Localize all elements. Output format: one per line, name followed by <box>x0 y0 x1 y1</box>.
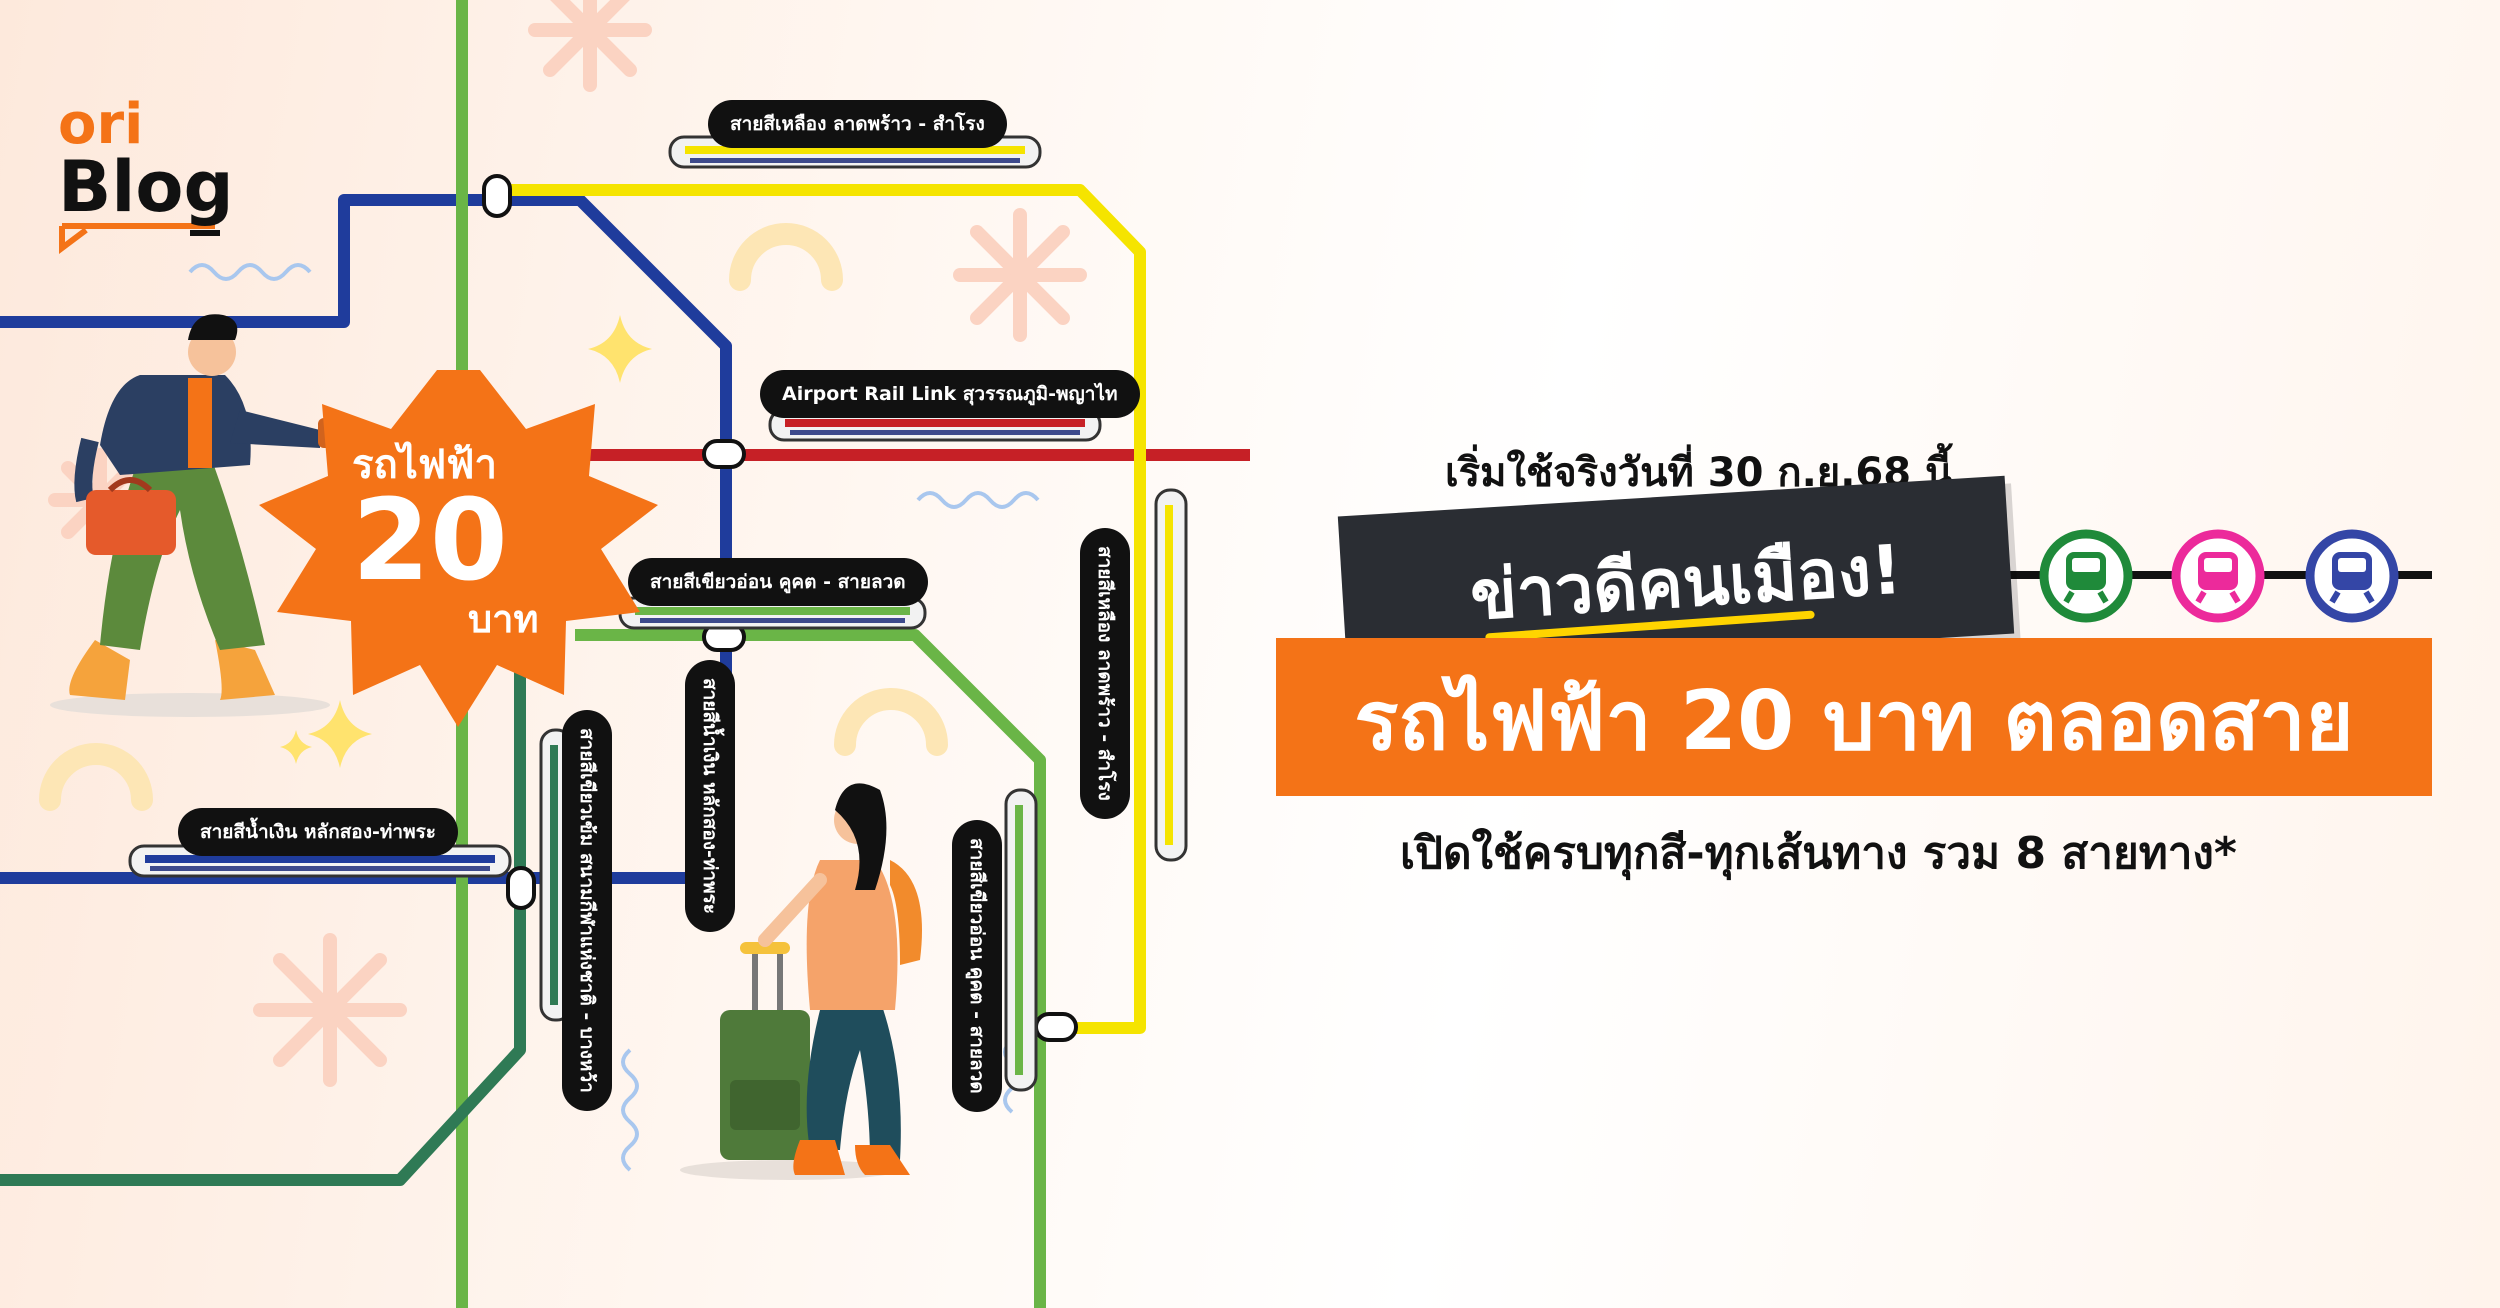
logo-speech-tail-icon <box>59 223 215 254</box>
headline-main: รถไฟฟ้า 20 บาท ตลอดสาย <box>1354 674 2354 769</box>
train-icon-pink <box>2171 529 2265 623</box>
vertical-label-blue: สายสีน้ำเงิน หลักสอง-ท่าพระ <box>685 660 735 932</box>
badge-top-label: รถไฟฟ้า <box>352 442 497 488</box>
train-icon-green <box>2039 529 2133 623</box>
metro-line-dark-green <box>0 665 526 1186</box>
headline-banner <box>1276 638 2432 796</box>
train-icon-blue <box>2305 529 2399 623</box>
vertical-label-yellow: สายสีเหลือง ลาดพร้าว - สำโรง <box>1080 528 1130 819</box>
woman-traveler-illustration <box>680 783 922 1180</box>
logo-blog: Blog <box>58 146 234 228</box>
line-label-light-green: สายสีเขียวอ่อน คูคต - สายลวด <box>628 558 928 606</box>
train-light-green-vertical <box>1004 788 1038 1092</box>
badge-unit: บาท <box>468 597 539 641</box>
line-label-airport: Airport Rail Link สุวรรณภูมิ-พญาไท <box>760 370 1140 418</box>
metro-line-yellow <box>500 184 1146 1034</box>
price-starburst-badge <box>259 370 658 727</box>
interchange-markers <box>482 174 1078 1042</box>
line-label-blue: สายสีน้ำเงิน หลักสอง-ท่าพระ <box>178 808 458 856</box>
vertical-label-light-green: สายสีเขียวอ่อน คูคต - สายลวด <box>952 820 1002 1112</box>
badge-number: 20 <box>352 476 508 606</box>
decor-arch-icon <box>39 223 948 811</box>
man-traveler-illustration <box>50 314 346 717</box>
train-yellow-vertical <box>1154 488 1188 862</box>
vertical-label-dark-green: สายสีเขียวเข้ม สนามกีฬาแห่งชาติ - บางหว้… <box>562 710 612 1111</box>
sparkle-icon <box>280 315 652 768</box>
line-label-yellow: สายสีเหลือง ลาดพร้าว - สำโรง <box>708 100 1007 148</box>
headline-sub: เปิดใช้ครบทุกสี-ทุกเส้นทาง รวม 8 สายทาง* <box>1400 828 2237 879</box>
logo-ori: ori <box>58 92 144 157</box>
